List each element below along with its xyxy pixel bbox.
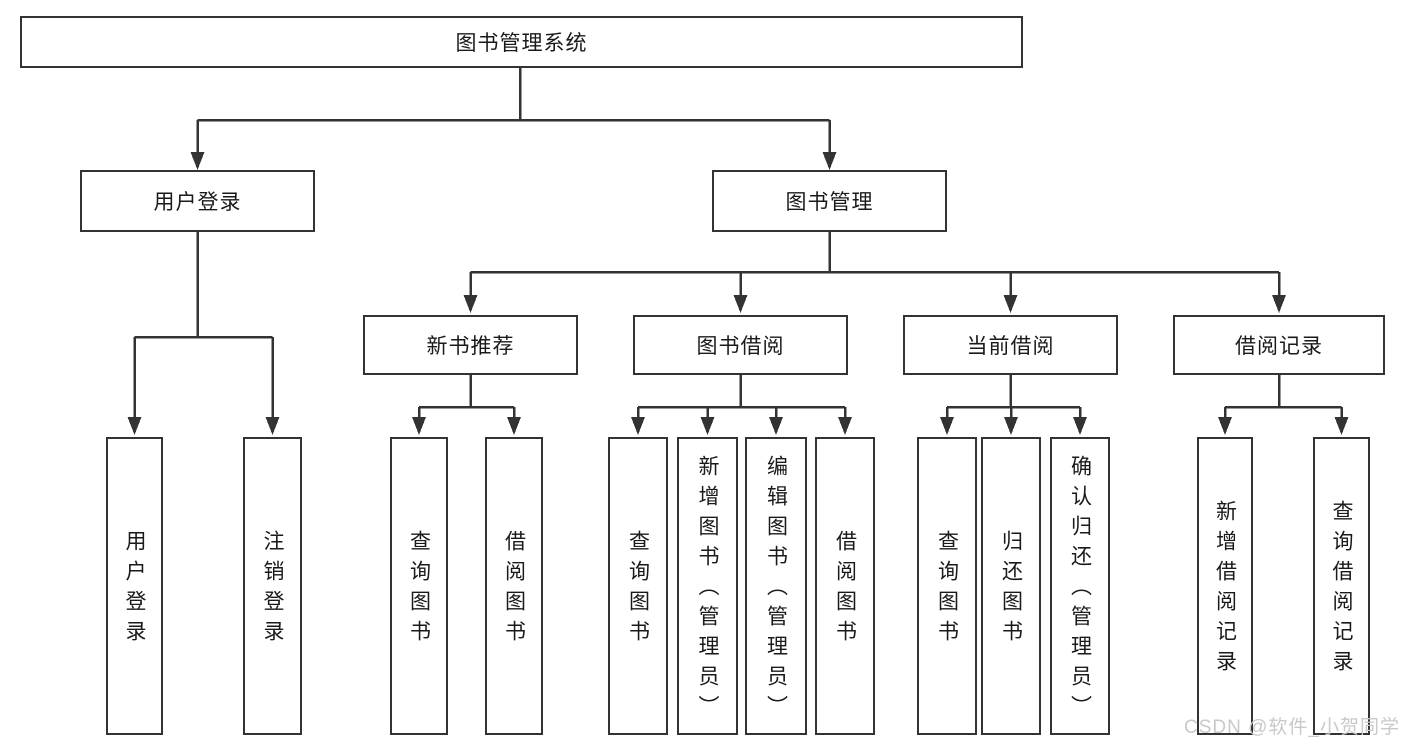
leaf-add-borrow-record-label: 新增借阅记录: [1213, 500, 1237, 680]
node-user-login: 用户登录: [80, 170, 315, 232]
node-new-book-recommend: 新书推荐: [363, 315, 578, 375]
node-book-borrowing: 图书借阅: [633, 315, 848, 375]
connector-lines: [133, 68, 1343, 419]
leaf-borrow-books-recommend: 借阅图书: [485, 437, 543, 735]
leaf-return-books: 归还图书: [981, 437, 1041, 735]
leaf-add-books-admin: 新增图书（管理员）: [677, 437, 738, 735]
leaf-logout-label: 注销登录: [261, 530, 284, 650]
leaf-query-books-current: 查询图书: [917, 437, 977, 735]
leaf-query-books-borrowing: 查询图书: [608, 437, 668, 735]
leaf-logout: 注销登录: [243, 437, 302, 735]
node-book-borrowing-label: 图书借阅: [696, 335, 785, 358]
leaf-query-borrow-record: 查询借阅记录: [1313, 437, 1370, 735]
leaf-user-login: 用户登录: [106, 437, 163, 735]
leaf-query-books-recommend: 查询图书: [390, 437, 448, 735]
leaf-query-books-borrowing-label: 查询图书: [626, 530, 650, 650]
leaf-query-books-recommend-label: 查询图书: [407, 530, 431, 650]
node-borrowing-records: 借阅记录: [1173, 315, 1385, 375]
leaf-confirm-return-admin: 确认归还（管理员）: [1050, 437, 1110, 735]
node-book-management-label: 图书管理: [785, 191, 874, 214]
leaf-confirm-return-admin-label: 确认归还（管理员）: [1068, 455, 1092, 725]
leaf-add-borrow-record: 新增借阅记录: [1197, 437, 1253, 735]
arrowhead-icons: [127, 152, 1349, 435]
node-current-borrowing: 当前借阅: [903, 315, 1118, 375]
leaf-user-login-label: 用户登录: [123, 530, 146, 650]
leaf-borrow-books-recommend-label: 借阅图书: [502, 530, 526, 650]
leaf-edit-books-admin: 编辑图书（管理员）: [745, 437, 807, 735]
leaf-edit-books-admin-label: 编辑图书（管理员）: [764, 455, 788, 725]
node-new-book-recommend-label: 新书推荐: [426, 335, 515, 358]
leaf-query-borrow-record-label: 查询借阅记录: [1330, 500, 1353, 680]
node-current-borrowing-label: 当前借阅: [966, 335, 1055, 358]
node-book-management: 图书管理: [712, 170, 947, 232]
leaf-borrow-books-label: 借阅图书: [833, 530, 857, 650]
node-borrowing-records-label: 借阅记录: [1235, 335, 1323, 358]
node-root-label: 图书管理系统: [455, 32, 588, 55]
node-root: 图书管理系统: [20, 16, 1023, 68]
leaf-query-books-current-label: 查询图书: [935, 530, 959, 650]
leaf-borrow-books: 借阅图书: [815, 437, 875, 735]
node-user-login-label: 用户登录: [153, 191, 242, 214]
leaf-return-books-label: 归还图书: [999, 530, 1023, 650]
watermark: CSDN @软件_小贺同学: [1184, 717, 1400, 738]
leaf-add-books-admin-label: 新增图书（管理员）: [696, 455, 719, 725]
